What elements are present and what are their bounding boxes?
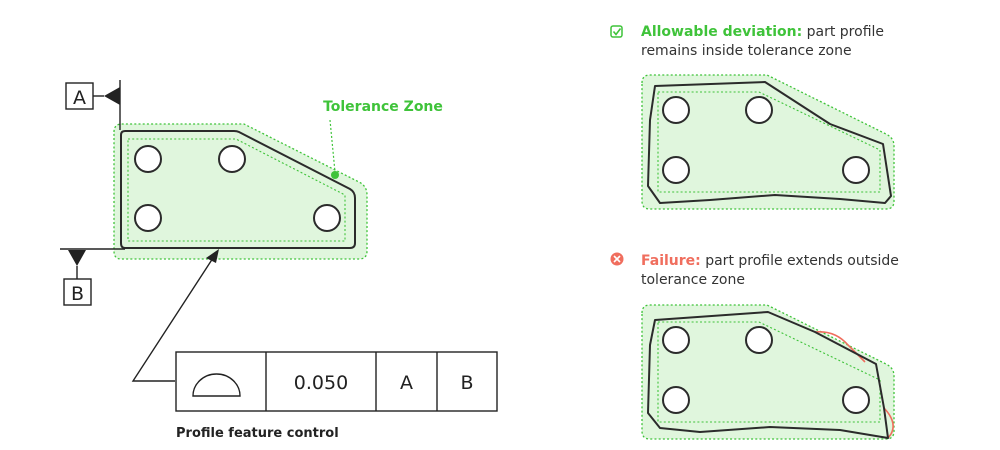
datum-b-letter: B — [71, 283, 84, 305]
failure-hole-3 — [662, 386, 690, 414]
tolerance-zone-leader — [329, 119, 336, 173]
allowable-hole-1 — [662, 96, 690, 124]
allowable-example: Allowable deviation: part profile remain… — [610, 24, 895, 210]
datum-b-box — [63, 278, 92, 306]
feature-control-leader — [131, 249, 219, 382]
feature-control-box — [175, 351, 498, 412]
failure-hole-1 — [662, 326, 690, 354]
failure-excursion-bottom — [883, 407, 894, 439]
allowable-caption-line1: Allowable deviation: part profile — [641, 24, 884, 40]
datum-b-triangle-icon — [68, 250, 86, 266]
allowable-zone-outer — [641, 74, 895, 210]
checkbox-check-icon — [610, 25, 623, 38]
failure-part-profile — [647, 311, 889, 439]
failure-zone-outer — [641, 304, 895, 440]
tolerance-zone-inner — [127, 138, 346, 242]
failure-example: Failure: part profile extends outside to… — [610, 252, 899, 440]
failure-excursion-top — [814, 330, 866, 363]
failure-zone-inner — [657, 321, 881, 423]
datum-a-box — [65, 82, 94, 110]
failure-hole-2 — [745, 326, 773, 354]
tolerance-zone-marker — [331, 171, 339, 179]
primary-datum-ref: A — [400, 372, 413, 394]
main-part-drawing: Tolerance Zone — [113, 99, 443, 260]
failure-caption-line1: Failure: part profile extends outside — [641, 253, 899, 269]
tolerance-zone-label: Tolerance Zone — [323, 99, 443, 115]
datum-a-letter: A — [73, 87, 86, 109]
failure-text-1: part profile extends outside — [701, 253, 899, 269]
allowable-zone-inner — [657, 91, 881, 193]
secondary-datum-ref: B — [460, 372, 473, 394]
hole-bottom-left — [134, 204, 162, 232]
hole-bottom-right — [313, 204, 341, 232]
tolerance-zone-outer — [113, 123, 368, 260]
allowable-title: Allowable deviation: — [641, 24, 802, 40]
tolerance-value: 0.050 — [294, 372, 348, 394]
allowable-text-1: part profile — [802, 24, 884, 40]
failure-caption-line2: tolerance zone — [641, 272, 745, 288]
datum-b: B — [60, 248, 125, 306]
failure-hole-4 — [842, 386, 870, 414]
semicircle-profile-icon — [192, 373, 241, 397]
leader-line — [131, 257, 214, 382]
allowable-hole-2 — [745, 96, 773, 124]
datum-a-triangle-icon — [104, 87, 120, 105]
feature-control-frame: 0.050 A B Profile feature control — [175, 351, 498, 441]
circle-x-icon — [610, 252, 624, 266]
hole-top-right — [218, 145, 246, 173]
hole-top-left — [134, 145, 162, 173]
failure-title: Failure: — [641, 253, 701, 269]
allowable-part-profile — [647, 81, 892, 204]
allowable-caption-line2: remains inside tolerance zone — [641, 43, 852, 59]
datum-a: A — [65, 80, 121, 130]
allowable-hole-4 — [842, 156, 870, 184]
arrowhead-icon — [206, 249, 219, 263]
allowable-hole-3 — [662, 156, 690, 184]
feature-control-caption: Profile feature control — [176, 426, 339, 441]
part-profile — [120, 130, 356, 249]
